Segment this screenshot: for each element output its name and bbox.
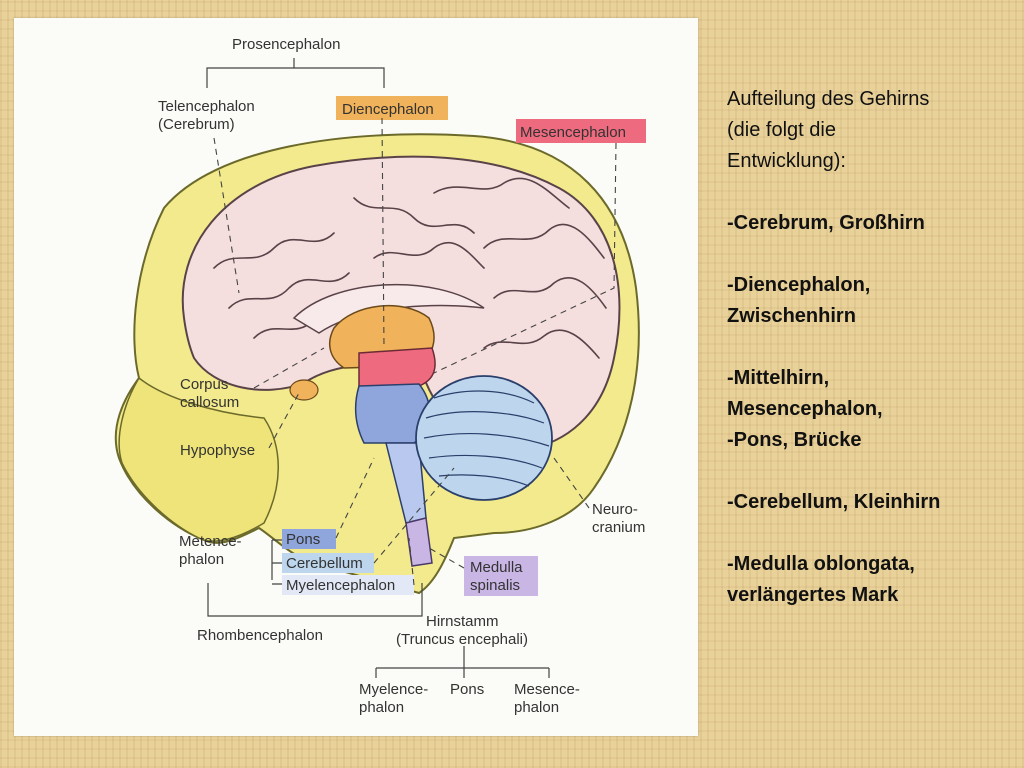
item-zwischenhirn: Zwischenhirn: [727, 305, 856, 327]
medulla-spinalis-label-box: [464, 556, 538, 596]
label-cranium: cranium: [592, 519, 645, 536]
label-medulla: Medulla: [470, 559, 523, 576]
brain-division-text: Aufteilung des Gehirns (die folgt die En…: [727, 84, 1007, 611]
label-hirnstamm-pons: Pons: [450, 681, 484, 698]
label-truncus-encephali: (Truncus encephali): [396, 631, 528, 648]
myelencephalon-label-box: [282, 575, 414, 595]
brain-diagram: Prosencephalon Telencephalon (Cerebrum) …: [114, 36, 646, 716]
label-mesencephalon: Mesencephalon: [520, 124, 626, 141]
label-telencephalon: Telencephalon: [158, 98, 255, 115]
intro-line-2: (die folgt die: [727, 119, 836, 141]
hypophyse-region: [289, 379, 319, 401]
label-callosum: callosum: [180, 394, 239, 411]
label-myelencephalon: Myelencephalon: [286, 577, 395, 594]
item-cerebellum: -Cerebellum, Kleinhirn: [727, 491, 941, 513]
cerebellum-folia: [423, 390, 550, 487]
label-diencephalon: Diencephalon: [342, 101, 434, 118]
label-metencephalon-1: Metence-: [179, 533, 242, 550]
bracket-lines: [206, 58, 550, 678]
label-hirnstamm-mesen-2: phalon: [514, 699, 559, 716]
cerebellum-label-box: [282, 553, 374, 573]
gyri-lines: [213, 177, 607, 359]
item-mittelhirn: -Mittelhirn,: [727, 367, 830, 389]
facial-bones: [118, 376, 279, 542]
label-cerebrum: (Cerebrum): [158, 116, 235, 133]
mesencephalon-label-box: [516, 119, 646, 143]
intro-line-3: Entwicklung):: [727, 150, 846, 172]
brain-diagram-panel: Prosencephalon Telencephalon (Cerebrum) …: [14, 18, 698, 736]
label-corpus: Corpus: [180, 376, 228, 393]
mesencephalon-region: [358, 347, 436, 389]
item-verlaengertes-mark: verlängertes Mark: [727, 584, 899, 606]
label-pons: Pons: [286, 531, 320, 548]
item-diencephalon: -Diencephalon,: [727, 274, 871, 296]
item-medulla-oblongata: -Medulla oblongata,: [727, 553, 915, 575]
item-pons: -Pons, Brücke: [727, 429, 862, 451]
label-metencephalon-2: phalon: [179, 551, 224, 568]
label-rhombencephalon: Rhombencephalon: [197, 627, 323, 644]
item-mesencephalon: Mesencephalon,: [727, 398, 883, 420]
intro-line-1: Aufteilung des Gehirns: [727, 88, 930, 110]
label-hirnstamm-mesen-1: Mesence-: [514, 681, 580, 698]
label-hirnstamm: Hirnstamm: [426, 613, 499, 630]
label-hirnstamm-myelen-2: phalon: [359, 699, 404, 716]
label-hirnstamm-myelen-1: Myelence-: [359, 681, 428, 698]
label-hypophyse: Hypophyse: [180, 442, 255, 459]
cerebellum-region: [415, 375, 553, 501]
item-cerebrum: -Cerebrum, Großhirn: [727, 212, 925, 234]
diencephalon-label-box: [336, 96, 448, 120]
label-spinalis: spinalis: [470, 577, 520, 594]
label-prosencephalon: Prosencephalon: [232, 36, 340, 53]
label-cerebellum: Cerebellum: [286, 555, 363, 572]
label-neuro: Neuro-: [592, 501, 638, 518]
pointer-lines: [213, 117, 617, 586]
pons-label-box: [282, 529, 336, 549]
